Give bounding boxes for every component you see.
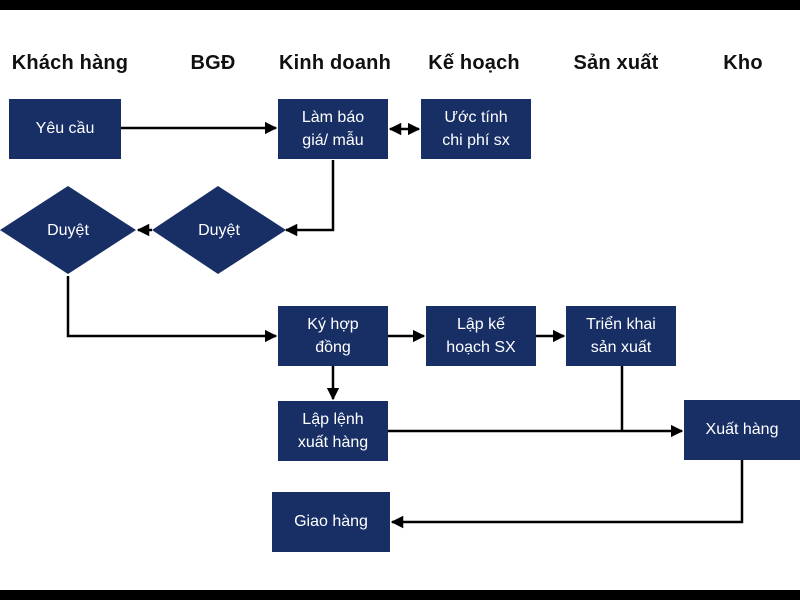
lane-customer: Khách hàng xyxy=(11,52,129,74)
connector-layer xyxy=(0,121,744,529)
node-estimate: Ước tính chi phí sx xyxy=(421,99,531,159)
approve-customer-label: Duyệt xyxy=(47,222,89,239)
node-deliver: Giao hàng xyxy=(272,492,390,552)
lane-production: Sản xuất xyxy=(573,52,659,74)
node-export-order-label: Lập lệnh xuất hàng xyxy=(297,410,369,451)
approve-customer-diamond xyxy=(0,186,136,274)
node-contract: Ký hợp đồng xyxy=(278,306,388,366)
node-ship: Xuất hàng xyxy=(684,400,800,460)
node-plan-label: Lập kế hoạch SX xyxy=(446,315,516,356)
node-export-order: Lập lệnh xuất hàng xyxy=(278,401,388,461)
approve-board-diamond xyxy=(152,186,286,274)
node-quote: Làm báo giá/ mẫu xyxy=(278,99,388,159)
node-produce: Triển khai sản xuất xyxy=(566,306,676,366)
node-request-label: Yêu cầu xyxy=(35,120,95,138)
flowchart-canvas: Khách hàng BGĐ Kinh doanh Kế hoạch Sản x… xyxy=(0,10,800,590)
node-quote-label: Làm báo giá/ mẫu xyxy=(301,108,365,149)
node-estimate-label: Ước tính chi phí sx xyxy=(442,108,510,149)
approve-board-label: Duyệt xyxy=(198,222,240,239)
lane-planning: Kế hoạch xyxy=(428,52,520,74)
lane-sales: Kinh doanh xyxy=(279,52,391,74)
link-quote-to-board-approve xyxy=(284,160,335,237)
node-produce-label: Triển khai sản xuất xyxy=(586,315,656,356)
link-customer-approve-to-contract xyxy=(66,276,278,343)
link-ship-to-deliver xyxy=(390,460,744,529)
lane-warehouse: Kho xyxy=(723,52,763,74)
node-contract-label: Ký hợp đồng xyxy=(307,315,359,356)
lane-board: BGĐ xyxy=(190,52,236,74)
node-deliver-label: Giao hàng xyxy=(294,513,368,531)
node-plan: Lập kế hoạch SX xyxy=(426,306,536,366)
node-request: Yêu cầu xyxy=(9,99,121,159)
node-ship-label: Xuất hàng xyxy=(705,421,779,439)
